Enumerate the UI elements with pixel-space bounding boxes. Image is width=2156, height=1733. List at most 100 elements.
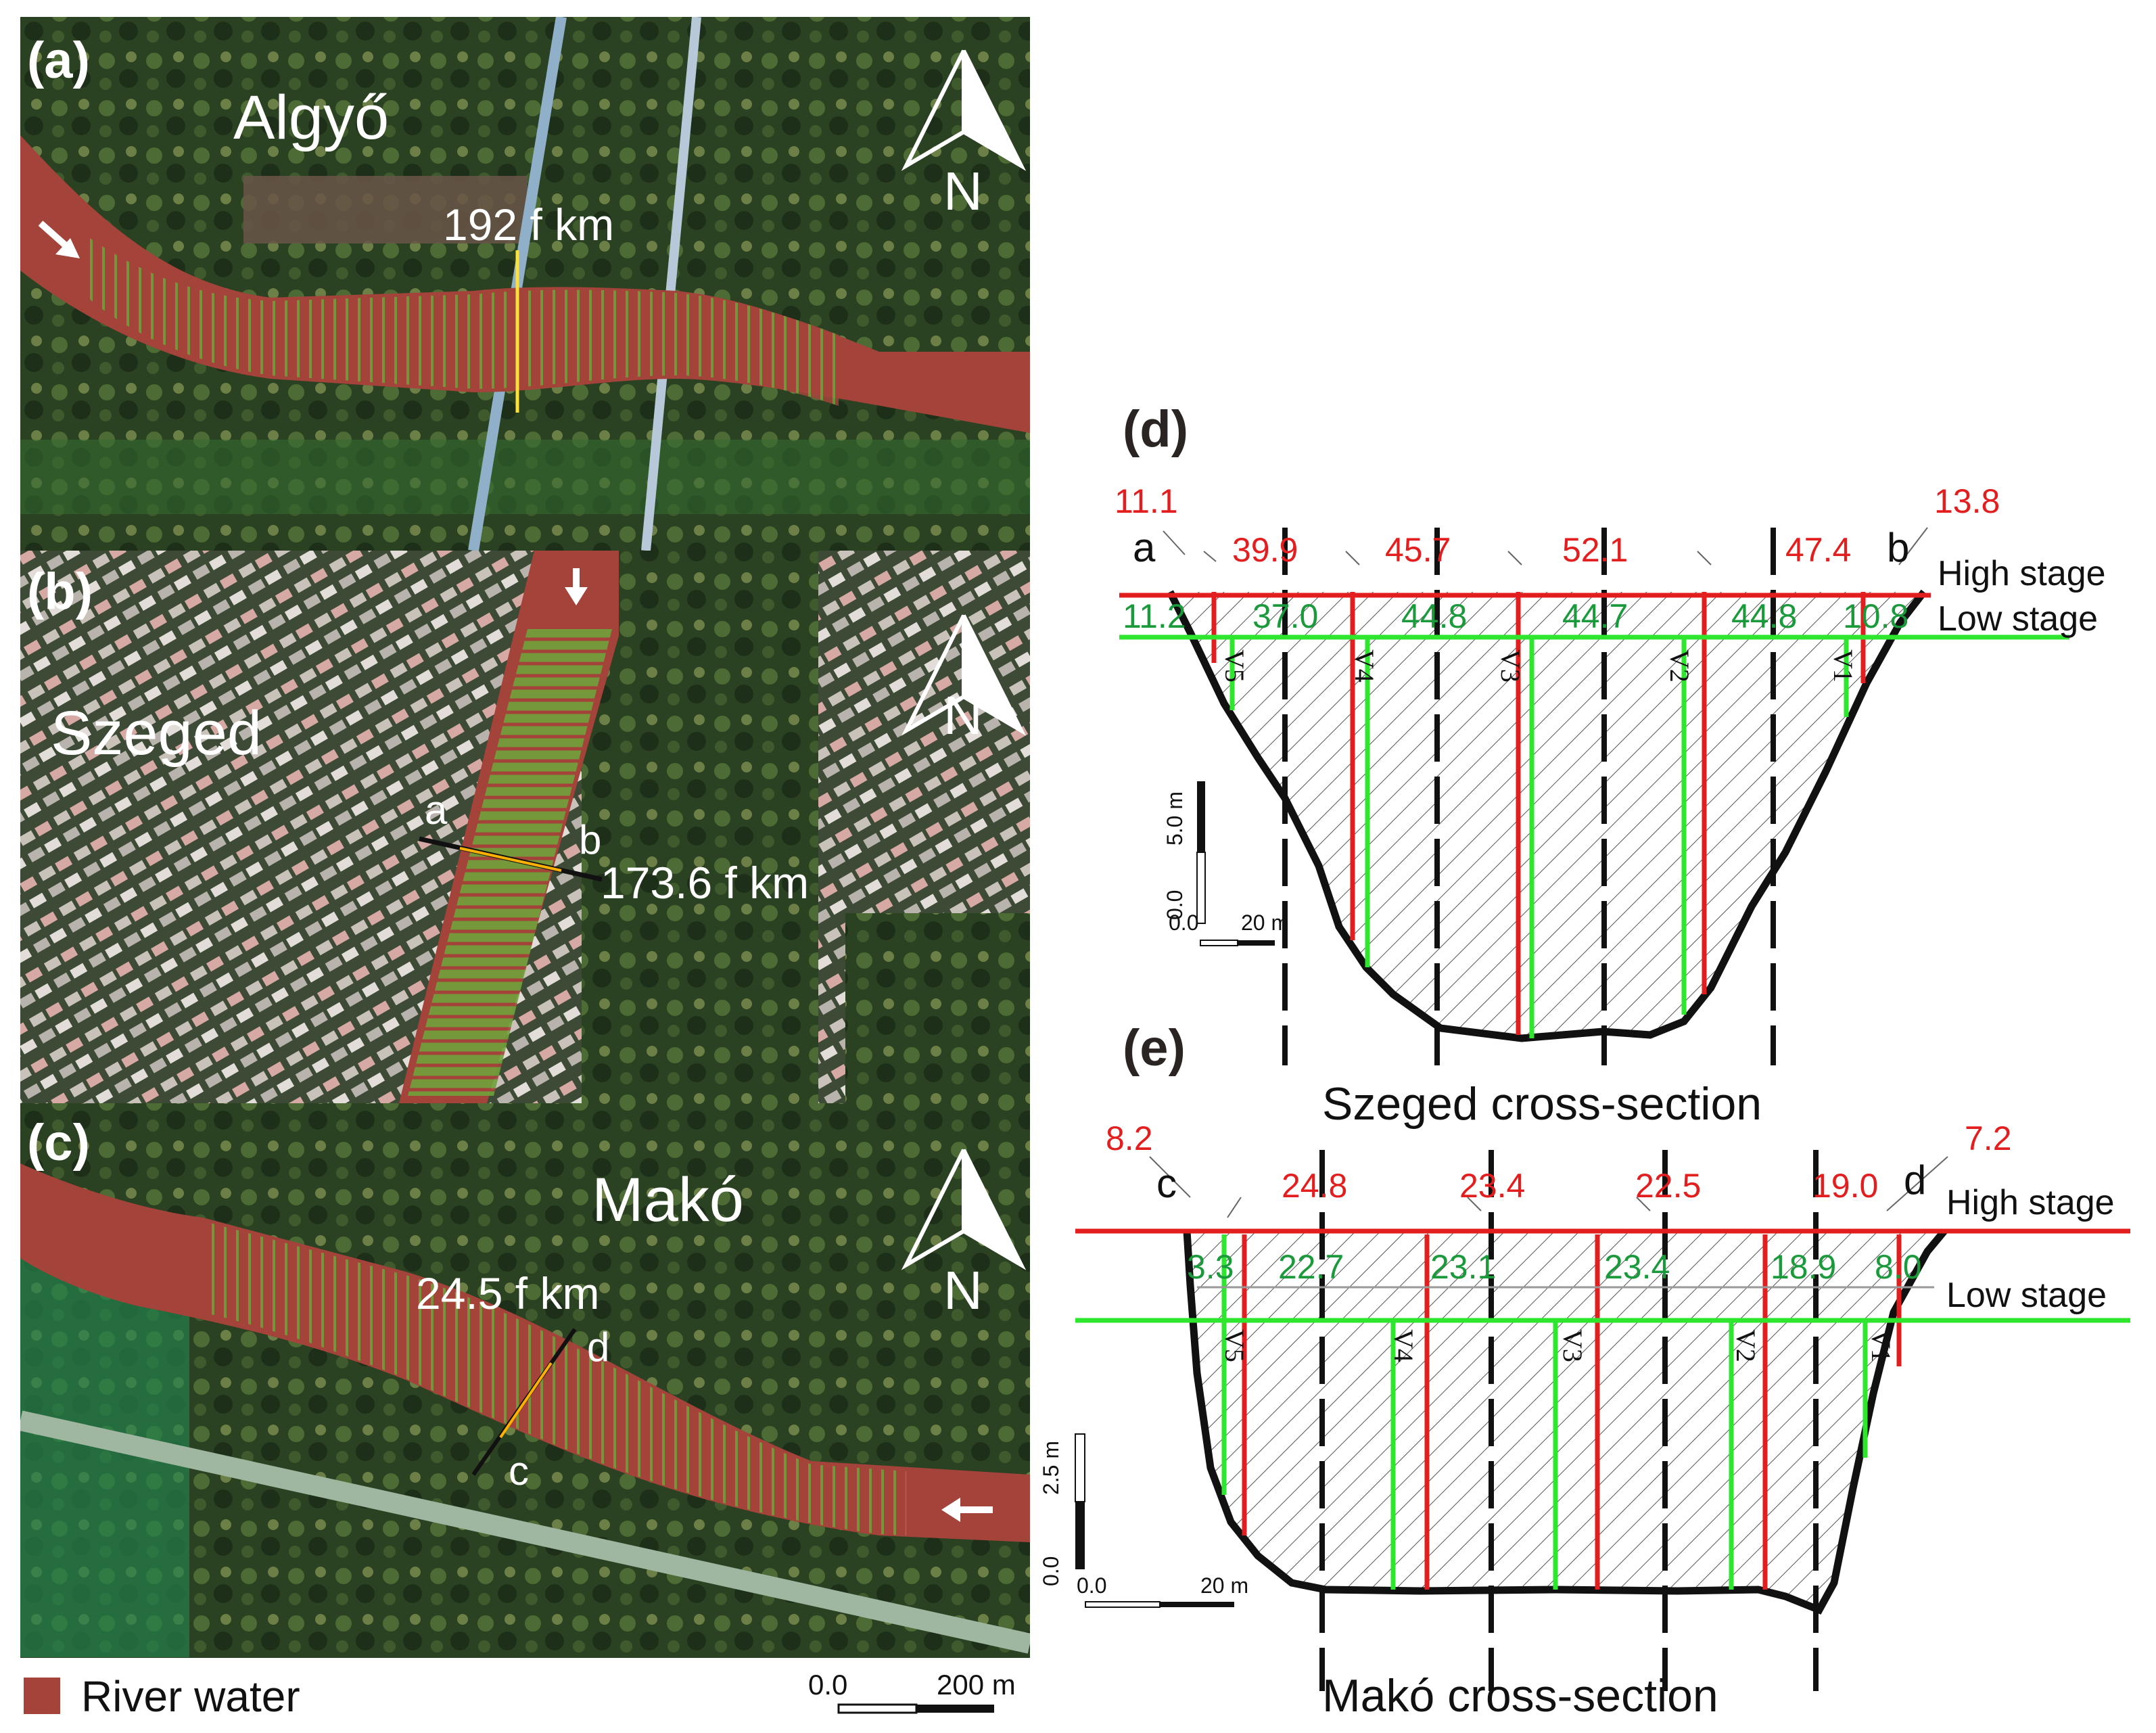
horizontal-scale-bar: 0.0 20 m bbox=[1169, 910, 1289, 946]
km-label: 192 f km bbox=[443, 200, 614, 250]
map-scale-bar: 0.0 200 m bbox=[808, 1669, 1016, 1714]
top-ticks bbox=[1149, 1156, 1948, 1218]
low-value: 8.0 bbox=[1875, 1248, 1922, 1286]
vertical-label: V2 bbox=[1731, 1329, 1761, 1362]
low-value: 37.0 bbox=[1252, 597, 1318, 635]
high-value: 52.1 bbox=[1562, 531, 1628, 569]
high-value: 24.8 bbox=[1282, 1167, 1347, 1205]
vertical-label: V4 bbox=[1349, 649, 1380, 683]
flow-arrow-icon bbox=[38, 221, 80, 258]
low-value: 11.2 bbox=[1123, 597, 1186, 635]
channel-profile bbox=[1187, 1231, 1944, 1610]
low-value: 10.8 bbox=[1843, 597, 1908, 635]
xs-marker-start: a bbox=[425, 787, 448, 833]
right-marker: b bbox=[1887, 525, 1909, 570]
vertical-lines bbox=[1221, 1234, 1902, 1590]
high-value: 19.0 bbox=[1812, 1167, 1878, 1205]
svg-text:20 m: 20 m bbox=[1241, 910, 1289, 935]
river-transects bbox=[408, 629, 612, 1096]
edge-high-left: 8.2 bbox=[1106, 1119, 1153, 1157]
dashed-boundaries bbox=[1319, 1150, 1819, 1691]
low-value: 23.1 bbox=[1430, 1248, 1496, 1286]
vertical-label: V3 bbox=[1557, 1329, 1588, 1362]
cross-section-band bbox=[499, 1362, 553, 1439]
top-ticks bbox=[1163, 527, 1928, 565]
panel-letter: (e) bbox=[1123, 1019, 1186, 1077]
vertical-label: V5 bbox=[1219, 649, 1250, 683]
high-value: 45.7 bbox=[1385, 531, 1451, 569]
svg-text:2.5 m: 2.5 m bbox=[1039, 1441, 1063, 1495]
low-stage-label: Low stage bbox=[1946, 1276, 2107, 1315]
field-patch bbox=[20, 440, 1030, 514]
svg-text:N: N bbox=[943, 1260, 983, 1320]
vegetation-strip bbox=[582, 551, 818, 1103]
high-stage-label: High stage bbox=[1938, 554, 2106, 593]
low-value: 44.8 bbox=[1731, 597, 1797, 635]
low-value: 18.9 bbox=[1771, 1248, 1836, 1286]
high-value: 23.4 bbox=[1459, 1167, 1525, 1205]
xs-marker-end: b bbox=[579, 817, 601, 862]
river-water-swatch bbox=[24, 1678, 60, 1714]
edge-high-left: 11.1 bbox=[1115, 482, 1178, 520]
low-stage-label: Low stage bbox=[1938, 599, 2098, 639]
svg-text:N: N bbox=[943, 161, 983, 221]
cross-section-band bbox=[459, 847, 562, 872]
road bbox=[20, 1410, 1030, 1654]
place-name: Szeged bbox=[51, 699, 262, 768]
legend: River water bbox=[24, 1672, 300, 1721]
vertical-lines bbox=[1211, 592, 1866, 1038]
xs-marker-start: c bbox=[509, 1448, 529, 1494]
right-marker: d bbox=[1904, 1157, 1926, 1203]
high-value: 22.5 bbox=[1635, 1167, 1701, 1205]
cross-section-caption: Szeged cross-section bbox=[1322, 1078, 1762, 1130]
left-marker: c bbox=[1156, 1161, 1177, 1206]
vertical-scale-bar: 2.5 m 0.0 bbox=[1039, 1433, 1085, 1586]
left-marker: a bbox=[1133, 525, 1156, 570]
legend-label: River water bbox=[81, 1672, 300, 1721]
vertical-label: V4 bbox=[1388, 1329, 1419, 1362]
svg-text:20 m: 20 m bbox=[1200, 1573, 1248, 1598]
low-value: 44.8 bbox=[1401, 597, 1467, 635]
svg-text:5.0 m: 5.0 m bbox=[1163, 791, 1187, 846]
vertical-label: V1 bbox=[1828, 649, 1858, 683]
edge-high-right: 7.2 bbox=[1965, 1119, 2012, 1157]
km-label: 24.5 f km bbox=[416, 1268, 599, 1318]
panel-c: c d (c) Makó 24.5 f km N bbox=[20, 1103, 1030, 1658]
channel-outline bbox=[1183, 1228, 1948, 1615]
panel-d: (d) bbox=[1115, 400, 2106, 1130]
panel-a: (a) Algyő 192 f km N bbox=[20, 17, 1030, 551]
place-name: Makó bbox=[592, 1165, 744, 1234]
svg-text:0.0: 0.0 bbox=[1077, 1573, 1106, 1598]
low-value: 23.4 bbox=[1604, 1248, 1670, 1286]
panel-e: (e) c bbox=[1039, 1019, 2130, 1722]
vegetation-strip bbox=[845, 913, 1030, 1103]
high-value: 39.9 bbox=[1232, 531, 1298, 569]
vertical-label: V3 bbox=[1495, 649, 1526, 683]
scale-end: 200 m bbox=[937, 1669, 1016, 1701]
north-arrow-icon: N bbox=[901, 1149, 1027, 1320]
edge-high-right: 13.8 bbox=[1934, 482, 2000, 520]
panel-letter: (b) bbox=[27, 563, 93, 620]
panel-b: a b (b) Szeged 173.6 f km N bbox=[20, 551, 1030, 1103]
panel-letter: (c) bbox=[27, 1114, 90, 1172]
high-stage-label: High stage bbox=[1946, 1183, 2115, 1222]
cross-section-caption: Makó cross-section bbox=[1322, 1670, 1718, 1722]
flow-arrow-icon bbox=[565, 568, 588, 605]
field-patch bbox=[243, 176, 528, 244]
vertical-label: V5 bbox=[1219, 1329, 1250, 1362]
vertical-scale-bar: 5.0 m 0.0 bbox=[1163, 781, 1206, 924]
flow-arrow-icon bbox=[941, 1498, 993, 1522]
channel-outline bbox=[1167, 589, 1927, 1042]
panel-letter: (d) bbox=[1123, 400, 1188, 458]
river-transects bbox=[203, 1221, 906, 1535]
km-label: 173.6 f km bbox=[601, 858, 809, 908]
horizontal-scale-bar: 0.0 20 m bbox=[1077, 1573, 1248, 1608]
road bbox=[641, 17, 701, 551]
channel-profile bbox=[1170, 592, 1924, 1038]
north-arrow-icon: N bbox=[901, 49, 1027, 221]
vertical-label: V2 bbox=[1664, 649, 1695, 683]
high-value: 47.4 bbox=[1785, 531, 1851, 569]
low-value: 44.7 bbox=[1562, 597, 1628, 635]
low-value: 22.7 bbox=[1278, 1248, 1344, 1286]
